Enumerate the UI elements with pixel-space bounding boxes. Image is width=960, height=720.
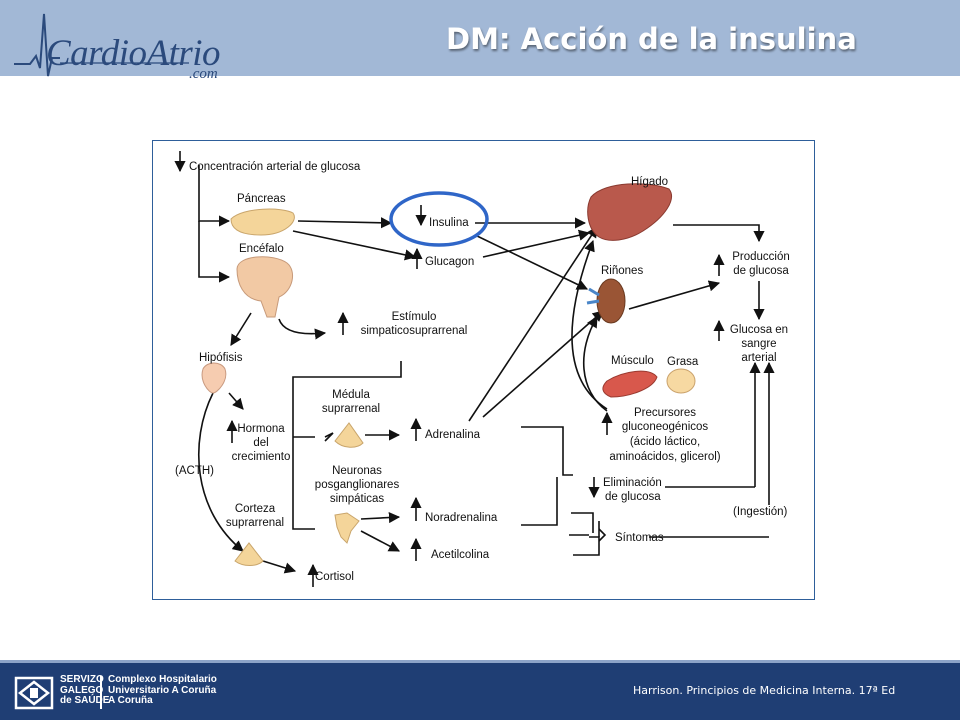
insulin-action-diagram: Concentración arterial de glucosa Páncre… [152,140,815,600]
sergas-line-2: GALEGO [60,684,104,696]
label-adrenal-cortex-1: Corteza [234,503,276,515]
label-acetylcholine: Acetilcolina [431,549,490,561]
footer-divider [0,660,960,663]
label-glucose-production-2: de glucosa [733,265,789,277]
label-blood-glucose-3: arterial [741,352,777,364]
label-glucose-elimination-1: Eliminación [603,477,662,489]
label-growth-hormone-2: del [253,437,269,449]
sergas-text: SERVIZO GALEGO de SAÚDE [60,674,110,707]
label-ingestion: (Ingestión) [733,506,788,518]
hospital-line-1: Complexo Hospitalario [108,674,217,685]
diagram-graphics [174,151,775,587]
label-noradrenaline: Noradrenalina [425,512,498,524]
label-neurons-3: simpáticas [329,493,385,505]
label-pituitary: Hipófisis [199,352,243,364]
label-glucose-production-1: Producción [732,251,790,263]
sergas-line-1: SERVIZO [60,674,104,685]
label-cortisol: Cortisol [315,571,354,583]
label-neurons-1: Neuronas [332,465,382,477]
sergas-line-3: de SAÚDE [60,695,110,706]
fat-shape [666,368,696,394]
label-symptoms: Síntomas [615,532,664,544]
label-blood-glucose-1: Glucosa en [729,324,789,336]
label-brain: Encéfalo [239,243,284,255]
label-glucagon: Glucagon [425,256,475,268]
page-title: DM: Acción de la insulina [446,22,857,56]
label-growth-hormone-1: Hormona [237,423,285,435]
sergas-cross-icon [14,676,54,710]
label-pancreas: Páncreas [237,193,286,205]
heartbeat-icon [14,13,189,77]
label-precursors-4: aminoácidos, glicerol) [609,451,721,463]
label-glucose-elimination-2: de glucosa [605,491,661,503]
label-sympathetic-1: Estímulo [391,311,437,323]
adrenal-cortex-shape [234,542,264,566]
label-kidneys: Riñones [601,265,644,277]
adrenal-medulla-shape [334,422,364,448]
footer-bar [0,663,960,720]
label-precursors-1: Precursores [634,407,696,419]
label-adrenaline: Adrenalina [425,429,480,441]
muscle-shape [602,370,658,398]
label-glucose-concentration: Concentración arterial de glucosa [189,161,361,173]
label-adrenal-medulla-2: suprarrenal [321,403,381,415]
brain-shape [236,256,294,318]
insulin-highlight [389,191,489,247]
label-precursors-2: gluconeogénicos [621,421,709,433]
label-blood-glucose-2: sangre [741,338,777,350]
logo-text: CardioAtrio [46,33,221,74]
hospital-line-3: A Coruña [108,695,153,706]
sympathetic-neuron-shape [334,512,360,544]
label-precursors-3: (ácido láctico, [629,436,701,448]
label-fat: Grasa [667,356,699,368]
label-muscle: Músculo [611,355,654,367]
label-adrenal-cortex-2: suprarrenal [225,517,285,529]
label-insulin: Insulina [429,217,469,229]
label-acth: (ACTH) [175,465,214,477]
kidney-vessels [586,287,600,305]
label-adrenal-medulla-1: Médula [332,389,370,401]
liver-shape [587,183,672,241]
label-growth-hormone-3: crecimiento [231,451,291,463]
footer-citation: Harrison. Principios de Medicina Interna… [633,684,896,697]
kidney-shape [596,278,626,324]
sergas-logo [14,676,54,710]
logo-com: .com [189,66,218,82]
pituitary-shape [201,362,227,394]
label-liver: Hígado [631,176,669,188]
label-neurons-2: posganglionares [314,479,400,491]
cardioatrio-logo[interactable] [14,6,244,82]
pancreas-shape [230,208,295,236]
hospital-text: Complexo Hospitalario Universitario A Co… [108,674,217,707]
footer-logo-separator [100,676,102,709]
hospital-line-2: Universitario A Coruña [108,684,217,696]
label-sympathetic-2: simpaticosuprarrenal [360,325,468,337]
